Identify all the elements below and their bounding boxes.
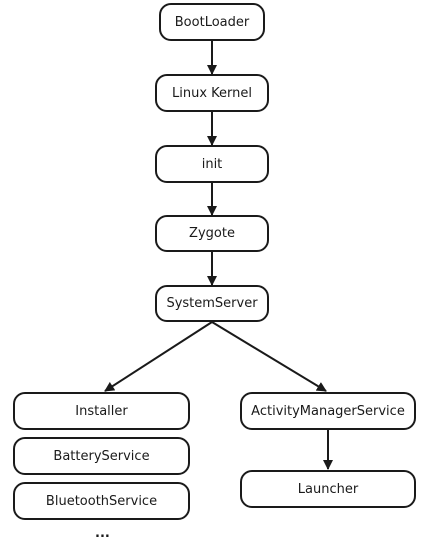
node-zygote: Zygote — [155, 215, 269, 252]
edge-systemserver-to-installer — [104, 321, 213, 392]
node-activitymanagerservice: ActivityManagerService — [240, 392, 416, 430]
node-installer: Installer — [13, 392, 190, 430]
node-init: init — [155, 145, 269, 183]
node-launcher: Launcher — [240, 470, 416, 508]
node-batteryservice: BatteryService — [13, 437, 190, 475]
node-linux-kernel: Linux Kernel — [155, 74, 269, 112]
more-services-ellipsis: ... — [95, 526, 110, 541]
node-bootloader: BootLoader — [159, 3, 265, 41]
node-systemserver: SystemServer — [155, 285, 269, 322]
edge-systemserver-to-activitymanagerservice — [211, 321, 327, 392]
node-bluetoothservice: BluetoothService — [13, 482, 190, 520]
